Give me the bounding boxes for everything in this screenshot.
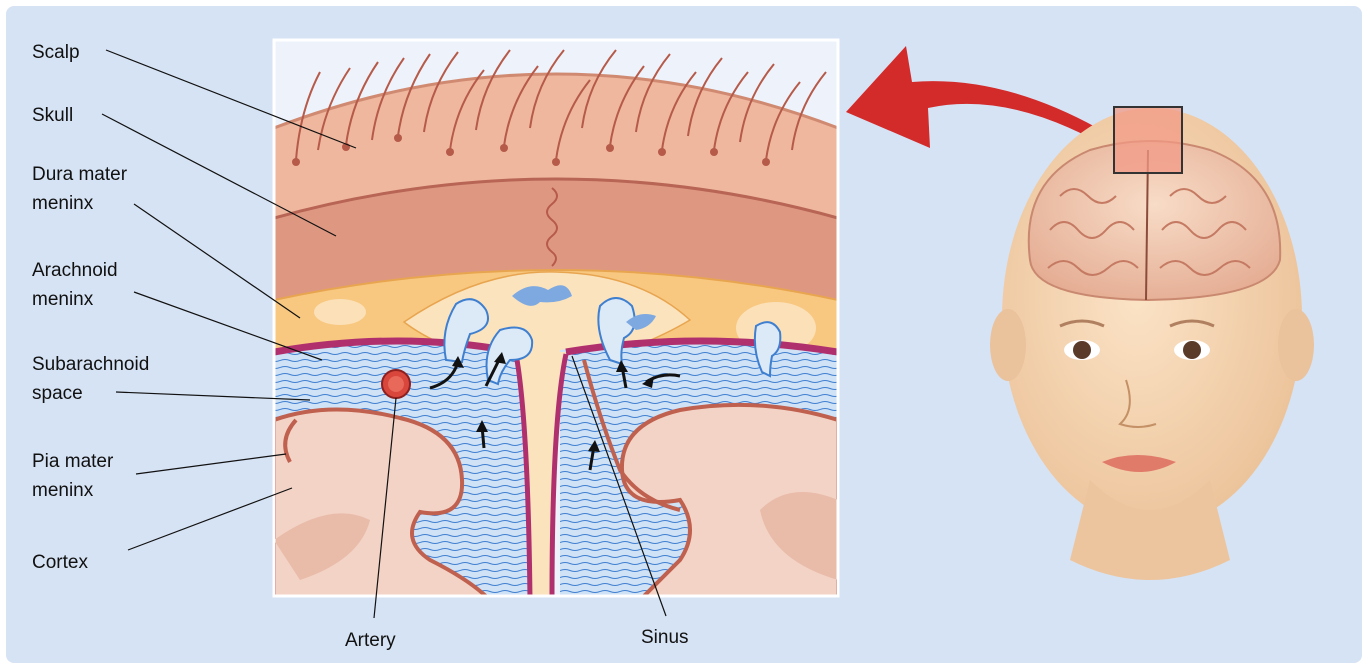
label-pia-mater: Pia mater meninx bbox=[32, 447, 113, 505]
label-subarachnoid-line1: Subarachnoid bbox=[32, 350, 149, 379]
label-dura-line1: Dura mater bbox=[32, 160, 127, 189]
label-pia-line1: Pia mater bbox=[32, 447, 113, 476]
label-cortex: Cortex bbox=[32, 548, 88, 577]
label-dura-line2: meninx bbox=[32, 189, 127, 218]
cross-section-inset bbox=[274, 40, 838, 600]
zoom-arrow bbox=[846, 46, 1118, 150]
label-arachnoid-line1: Arachnoid bbox=[32, 256, 118, 285]
label-artery: Artery bbox=[345, 626, 396, 655]
label-dura-mater: Dura mater meninx bbox=[32, 160, 127, 218]
label-scalp: Scalp bbox=[32, 38, 80, 67]
label-subarachnoid-line2: space bbox=[32, 379, 149, 408]
label-skull: Skull bbox=[32, 101, 73, 130]
label-sinus: Sinus bbox=[641, 623, 689, 652]
label-subarachnoid: Subarachnoid space bbox=[32, 350, 149, 408]
label-arachnoid-line2: meninx bbox=[32, 285, 118, 314]
head-illustration bbox=[990, 107, 1314, 580]
label-pia-line2: meninx bbox=[32, 476, 113, 505]
label-arachnoid: Arachnoid meninx bbox=[32, 256, 118, 314]
zoom-box bbox=[1114, 107, 1182, 173]
